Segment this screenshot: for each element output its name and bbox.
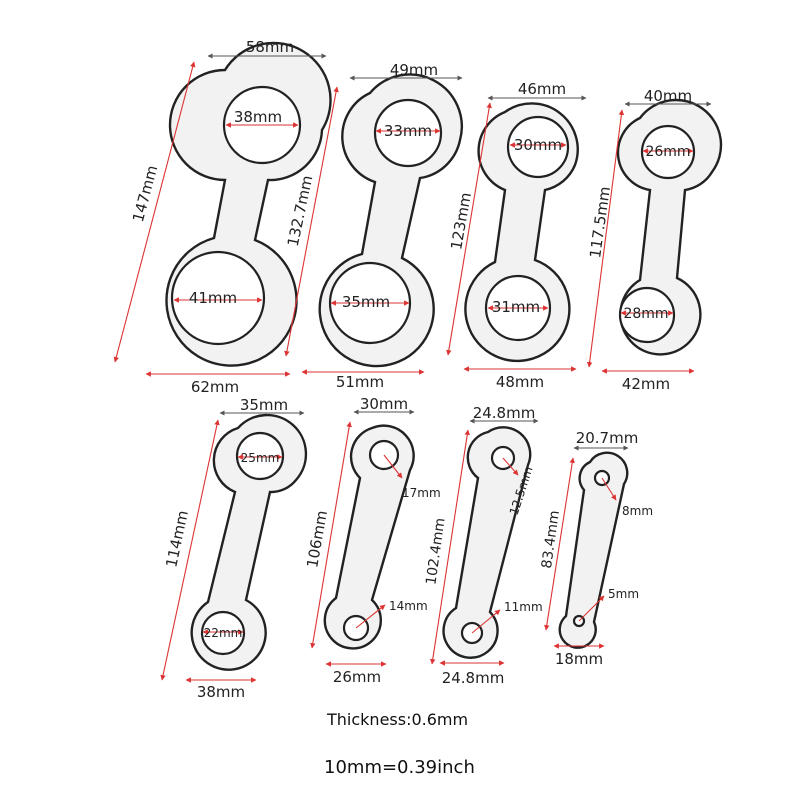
part-6-side-dim-line xyxy=(310,421,352,649)
part-8-top-hole-dim-line xyxy=(601,477,617,501)
part-5-side-dim-line xyxy=(160,419,220,681)
part-3-side-dim-line xyxy=(446,102,492,356)
part-8: 20.7mm 83.4mm 8mm 5mm 18mm xyxy=(539,429,653,668)
part-2: 49mm 132.7mm 33mm 35mm 51mm xyxy=(284,61,463,391)
part-1-top-hole-label: 38mm xyxy=(234,108,282,126)
part-7-top-label: 24.8mm xyxy=(473,404,536,422)
part-3-bottom-label: 48mm xyxy=(496,373,544,391)
part-4-side-dim-line xyxy=(586,109,625,368)
part-8-top-label: 20.7mm xyxy=(576,429,639,447)
part-6-bottom-hole-label: 14mm xyxy=(389,599,428,613)
part-4-side-label: 117.5mm xyxy=(586,185,614,259)
part-2-side-label: 132.7mm xyxy=(284,174,317,248)
part-2-bottom-label: 51mm xyxy=(336,373,384,391)
part-4-bottom-label: 42mm xyxy=(622,375,670,393)
part-8-top-hole-label: 8mm xyxy=(622,504,653,518)
part-7-bottom-hole-label: 11mm xyxy=(504,600,543,614)
part-4-top-label: 40mm xyxy=(644,87,692,105)
part-6-bottom-label: 26mm xyxy=(333,668,381,686)
part-6: 30mm 106mm 17mm 14mm 26mm xyxy=(303,395,440,686)
part-3-top-label: 46mm xyxy=(518,80,566,98)
part-5-bottom-hole-label: 22mm xyxy=(204,626,243,640)
part-8-bottom-hole-dim-line xyxy=(578,595,605,622)
part-7: 24.8mm 102.4mm 12.5mm 11mm 24.8mm xyxy=(423,404,542,687)
part-6-outline xyxy=(323,424,415,650)
part-6-top-hole-label: 17mm xyxy=(402,486,441,500)
part-8-bottom-hole-label: 5mm xyxy=(608,587,639,601)
part-3: 46mm 123mm 30mm 31mm 48mm xyxy=(446,80,587,391)
part-2-side-dim-line xyxy=(284,86,339,357)
part-5-top-hole-label: 25mm xyxy=(241,451,280,465)
part-3-bottom-hole-label: 31mm xyxy=(492,298,540,316)
part-2-bottom-hole-label: 35mm xyxy=(342,293,390,311)
part-1-bottom-hole-label: 41mm xyxy=(189,289,237,307)
part-4: 40mm 117.5mm 26mm 28mm 42mm xyxy=(586,87,723,393)
part-7-top-hole-dim-line xyxy=(502,457,519,476)
part-1-top-label: 58mm xyxy=(246,38,294,56)
part-7-bottom-label: 24.8mm xyxy=(442,669,505,687)
part-6-top-hole-dim-line xyxy=(383,454,403,479)
part-8-side-label: 83.4mm xyxy=(539,509,563,569)
part-5-bottom-label: 38mm xyxy=(197,683,245,701)
part-8-outline xyxy=(558,451,629,649)
part-5: 35mm 114mm 25mm 22mm 38mm xyxy=(160,396,308,701)
part-1-side-label: 147mm xyxy=(129,163,161,224)
part-6-top-label: 30mm xyxy=(360,395,408,413)
part-3-top-hole-label: 30mm xyxy=(514,136,562,154)
part-7-side-label: 102.4mm xyxy=(423,517,448,586)
part-7-side-dim-line xyxy=(430,429,470,665)
part-2-top-label: 49mm xyxy=(390,61,438,79)
thickness-note: Thickness:0.6mm xyxy=(327,710,469,729)
part-7-outline xyxy=(442,426,532,659)
part-7-bottom-hole-dim-line xyxy=(471,609,501,634)
part-8-bottom-label: 18mm xyxy=(555,650,603,668)
part-2-top-hole-label: 33mm xyxy=(384,122,432,140)
part-5-outline xyxy=(190,413,308,671)
unit-conversion-note: 10mm=0.39inch xyxy=(324,757,475,778)
part-4-bottom-hole-label: 28mm xyxy=(623,306,668,322)
part-6-bottom-hole-dim-line xyxy=(355,604,386,629)
part-8-side-dim-line xyxy=(544,457,575,631)
part-5-top-label: 35mm xyxy=(240,396,288,414)
part-1-side-dim-line xyxy=(113,61,196,363)
part-4-top-hole-label: 26mm xyxy=(645,144,690,160)
part-1-bottom-label: 62mm xyxy=(191,378,239,396)
